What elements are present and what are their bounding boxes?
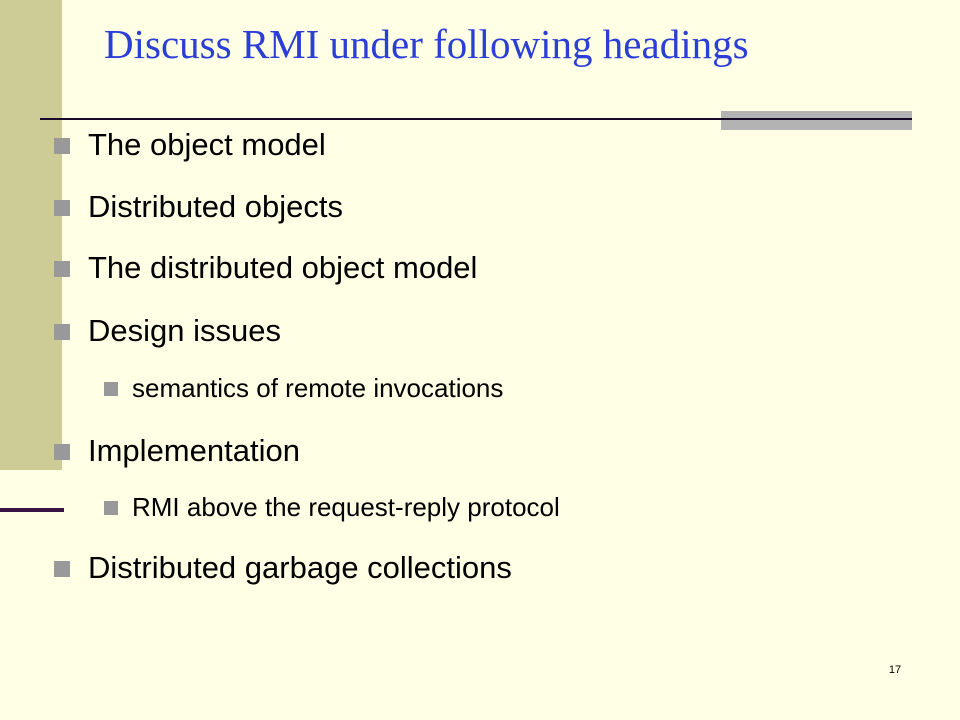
square-bullet-icon [104, 382, 118, 396]
slide-title: Discuss RMI under following headings [104, 21, 749, 67]
page-number: 17 [888, 664, 902, 676]
square-bullet-icon [54, 324, 70, 340]
square-bullet-icon [54, 138, 70, 154]
bullet-text: Distributed garbage collections [88, 550, 512, 585]
sub-bullet-item: semantics of remote invocations [104, 373, 504, 403]
bullet-text: The distributed object model [88, 250, 478, 285]
bullet-item: Implementation [54, 433, 300, 469]
sub-bullet-item: RMI above the request-reply protocol [104, 492, 560, 522]
left-decorative-band [0, 0, 62, 470]
bullet-text: Implementation [88, 433, 300, 468]
bullet-text: Distributed objects [88, 189, 344, 224]
square-bullet-icon [54, 561, 70, 577]
square-bullet-icon [104, 501, 118, 515]
bullet-item: The distributed object model [54, 250, 478, 286]
bullet-item: Distributed garbage collections [54, 550, 512, 586]
bullet-text: RMI above the request-reply protocol [132, 492, 560, 522]
bullet-text: Design issues [88, 313, 281, 348]
bullet-item: The object model [54, 127, 326, 163]
bullet-item: Design issues [54, 313, 281, 349]
bullet-item: Distributed objects [54, 189, 344, 225]
bullet-text: semantics of remote invocations [132, 373, 504, 403]
square-bullet-icon [54, 261, 70, 277]
square-bullet-icon [54, 444, 70, 460]
left-accent-rule [0, 508, 64, 512]
bullet-text: The object model [88, 127, 326, 162]
gray-accent-bar [721, 111, 912, 130]
title-underline-rule [40, 118, 912, 120]
square-bullet-icon [54, 200, 70, 216]
